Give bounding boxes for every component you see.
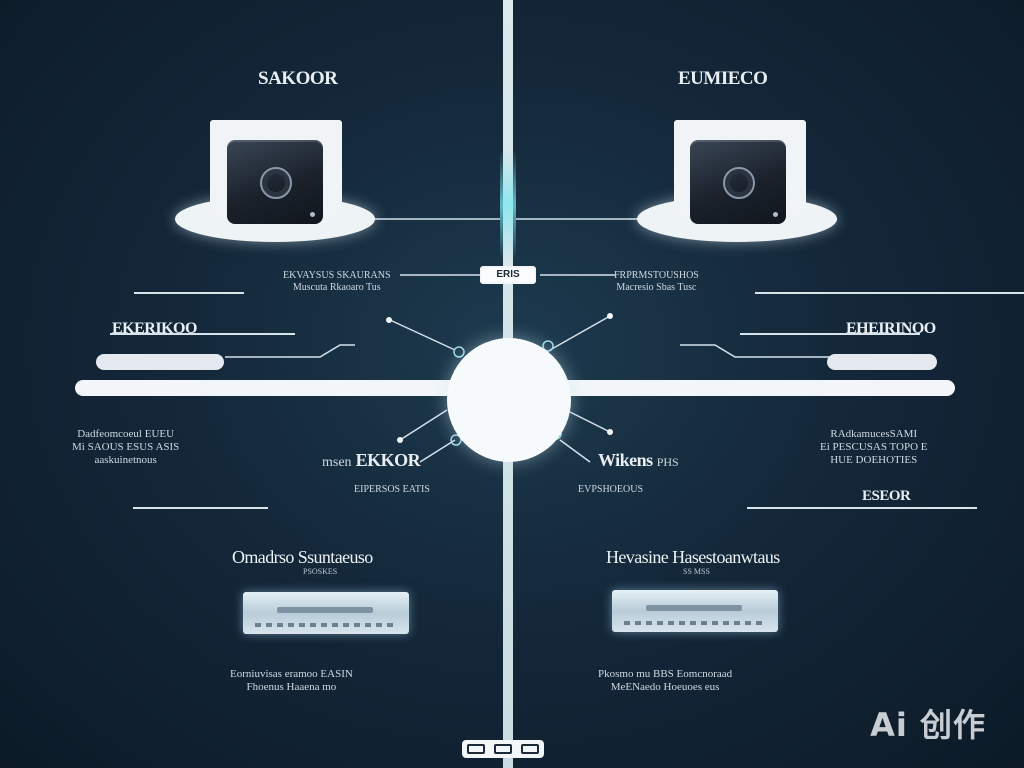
top-left-title: SAKOOR [258,68,338,89]
bottom-right-title: Hevasine Hasestoanwtaus [606,547,780,567]
right-small-label: ESEOR [862,488,911,504]
center-right-label: Wikens PHS [598,450,679,470]
level-bar-right [827,354,937,370]
media-player-icon [243,592,409,634]
divider [740,333,920,335]
divider [110,333,295,335]
bottom-right-subtitle: SS MSS [683,567,710,576]
bottom-left-subtitle: PSOSKES [303,567,338,576]
speaker-device-icon [227,140,323,224]
axis-end-badge [462,740,544,758]
central-hub [447,338,571,462]
speaker-device-icon [690,140,786,224]
axis-glow [500,150,516,260]
center-left-label: msen EKKOR [322,450,421,470]
right-description: RAdkamucesSAMI Ei PESCUSAS TOPO E HUE DO… [820,428,928,466]
divider [133,507,268,509]
left-description: Dadfeomcoeul EUEU Mi SAOUS ESUS ASIS aas… [72,428,180,466]
divider [747,507,977,509]
bottom-right-caption: Pkosmo mu BBS Eomcnoraad MeENaedo Hoeuoe… [598,668,733,693]
bottom-left-caption: Eorniuvisas eramoo EASIN Fhoenus Haaena … [230,668,353,693]
center-left-caption: EIPERSOS EATIS [354,484,430,495]
divider [755,292,1024,294]
level-bar-left [96,354,224,370]
center-right-caption: EVPSHOEOUS [578,484,644,495]
top-right-caption: FRPRMSTOUSHOS Macresio Sbas Tusc [614,270,699,293]
top-left-caption: EKVAYSUS SKAURANS Muscuta Rkaoaro Tus [283,270,391,293]
center-tag: ERIS [480,266,536,284]
media-player-icon [612,590,778,632]
mid-left-label: EKERIKOO [112,320,197,337]
top-right-title: EUMIECO [678,68,768,89]
divider [134,292,244,294]
bottom-left-title: Omadrso Ssuntaeuso [232,547,373,567]
watermark-logo: Ai 创作 [870,706,986,744]
mid-right-label: EHEIRINOO [846,320,936,337]
